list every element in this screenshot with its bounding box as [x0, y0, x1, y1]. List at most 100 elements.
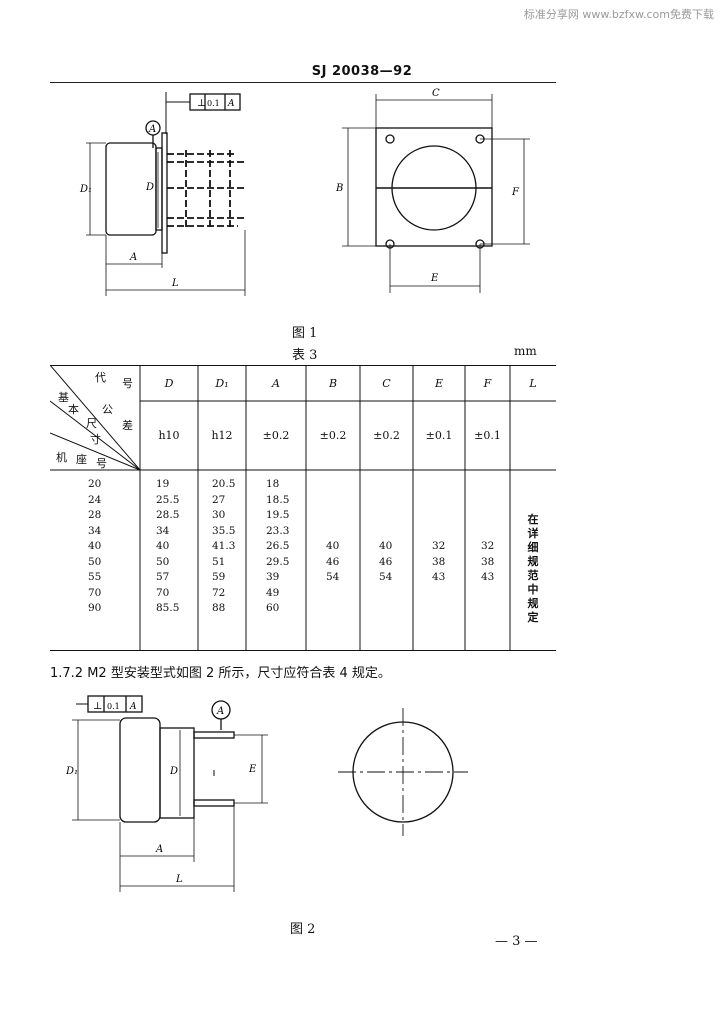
- table-cell: 70: [88, 586, 102, 599]
- col-header-a: A: [272, 377, 280, 390]
- table-cell: 57: [156, 571, 170, 583]
- col-header-l: L: [529, 377, 537, 390]
- diag-label-1: 代: [95, 371, 106, 384]
- table-cell: 38: [481, 555, 495, 568]
- tol-a: ±0.2: [262, 429, 290, 442]
- clause-1-7-2: 1.7.2 M2 型安装型式如图 2 所示，尺寸应符合表 4 规定。: [50, 666, 391, 681]
- column-b: 40 46 54: [326, 539, 339, 586]
- fig1-label-d: D: [145, 182, 154, 193]
- fig2-label-l: L: [175, 874, 183, 885]
- column-f: 32 38 43: [481, 539, 494, 586]
- table-cell: 51: [212, 555, 226, 568]
- table-cell: 40: [379, 540, 393, 552]
- column-l-note: 在详细规范中规定: [527, 513, 539, 624]
- fig2-tol-symbol: ⊥: [93, 701, 102, 712]
- table-cell: 30: [212, 509, 226, 521]
- diag-label-5: 公: [102, 403, 113, 416]
- table-cell: 27: [212, 493, 226, 506]
- diag-label-2: 号: [122, 377, 133, 390]
- column-c: 40 46 54: [379, 539, 392, 586]
- fig2-label-a: A: [155, 844, 163, 855]
- col-header-b: B: [328, 377, 338, 390]
- tol-b: ±0.2: [319, 429, 347, 442]
- figure-1-caption: 图 1: [292, 326, 318, 341]
- fig1-label-b: B: [335, 183, 343, 194]
- diag-label-7: 差: [122, 419, 133, 432]
- table-cell: 59: [212, 571, 226, 583]
- tol-d1: h12: [211, 429, 233, 442]
- fig1-datum-label: A: [148, 124, 156, 135]
- col-header-f: F: [483, 377, 492, 390]
- diag-label-6: 尺: [86, 417, 97, 430]
- table-cell: 28.5: [156, 509, 180, 521]
- table-cell: 46: [379, 555, 393, 568]
- fig1-label-l: L: [171, 278, 179, 289]
- table-cell: 54: [326, 571, 340, 583]
- table-cell: 18.5: [266, 493, 290, 506]
- tol-f: ±0.1: [474, 429, 501, 442]
- table-cell: 40: [326, 540, 340, 552]
- fig2-label-e: E: [248, 764, 257, 775]
- table-cell: 20: [88, 478, 102, 490]
- fig1-tol-datum: A: [227, 99, 235, 109]
- fig1-tol-symbol: ⊥: [197, 98, 206, 109]
- table-cell: 20.5: [212, 478, 236, 490]
- fig1-tol-value: 0.1: [207, 99, 220, 108]
- table-cell: 39: [266, 571, 280, 583]
- table-cell: 50: [88, 555, 102, 568]
- table-cell: 43: [432, 571, 446, 583]
- table-grid: [50, 365, 556, 651]
- diag-label-9: 机: [56, 451, 67, 464]
- table-cell: 60: [266, 602, 280, 614]
- column-e: 32 38 43: [432, 539, 445, 586]
- fig1-label-e: E: [430, 273, 439, 284]
- diag-label-8: 寸: [90, 433, 101, 446]
- fig1-label-d1: D₁: [79, 184, 92, 195]
- col-header-d1: D₁: [215, 377, 229, 390]
- table-cell: 55: [88, 571, 102, 583]
- col-header-d: D: [164, 377, 174, 390]
- table-cell: 70: [156, 586, 170, 599]
- table-3: 代 号 基 本 公 尺 差 寸 机 座 号 D D₁ A B C E F L h…: [50, 365, 556, 651]
- col-header-e: E: [434, 377, 444, 390]
- table-cell: 29.5: [266, 555, 290, 568]
- figure-2-drawing: ⊥ 0.1 A A D₁ D E A L: [65, 695, 468, 892]
- table-cell: 19.5: [266, 509, 290, 521]
- fig2-label-d1: D₁: [65, 766, 78, 777]
- page-number: — 3 —: [495, 934, 538, 949]
- figure-2-caption: 图 2: [290, 922, 316, 937]
- table-cell: 23.3: [266, 524, 290, 537]
- tol-d: h10: [158, 429, 180, 442]
- col-header-c: C: [382, 377, 391, 390]
- column-frame-size: 20 24 28 34 40 50 55 70 90: [88, 477, 101, 617]
- table-cell: 49: [266, 586, 280, 599]
- column-a: 18 18.5 19.5 23.3 26.5 29.5 39 49 60: [266, 477, 289, 617]
- table-cell: 24: [88, 493, 102, 506]
- table-cell: 40: [88, 540, 102, 552]
- table-cell: 90: [88, 602, 102, 614]
- table-cell: 25.5: [156, 493, 180, 506]
- table-cell: 18: [266, 478, 280, 490]
- fig2-datum-label: A: [216, 706, 224, 717]
- table-cell: 40: [156, 540, 170, 552]
- table-cell: 46: [326, 555, 340, 568]
- fig1-label-c: C: [432, 88, 440, 99]
- table-cell: 28: [88, 509, 102, 521]
- tol-e: ±0.1: [425, 429, 453, 442]
- table-cell: 72: [212, 586, 226, 599]
- diag-label-11: 号: [96, 457, 107, 470]
- table-cell: 43: [481, 571, 495, 583]
- table-cell: 32: [432, 540, 446, 552]
- table-cell: 88: [212, 602, 226, 614]
- diag-label-4: 本: [68, 403, 79, 416]
- fig1-label-a: A: [129, 252, 137, 263]
- table-cell: 34: [156, 524, 170, 537]
- fig2-tol-value: 0.1: [107, 702, 120, 711]
- table-cell: 41.3: [212, 540, 236, 552]
- diag-label-3: 基: [58, 391, 69, 404]
- table-unit: mm: [514, 344, 537, 358]
- table-cell: 34: [88, 524, 102, 537]
- table-cell: 38: [432, 555, 446, 568]
- table-cell: 35.5: [212, 524, 236, 537]
- fig2-tol-datum: A: [129, 702, 137, 712]
